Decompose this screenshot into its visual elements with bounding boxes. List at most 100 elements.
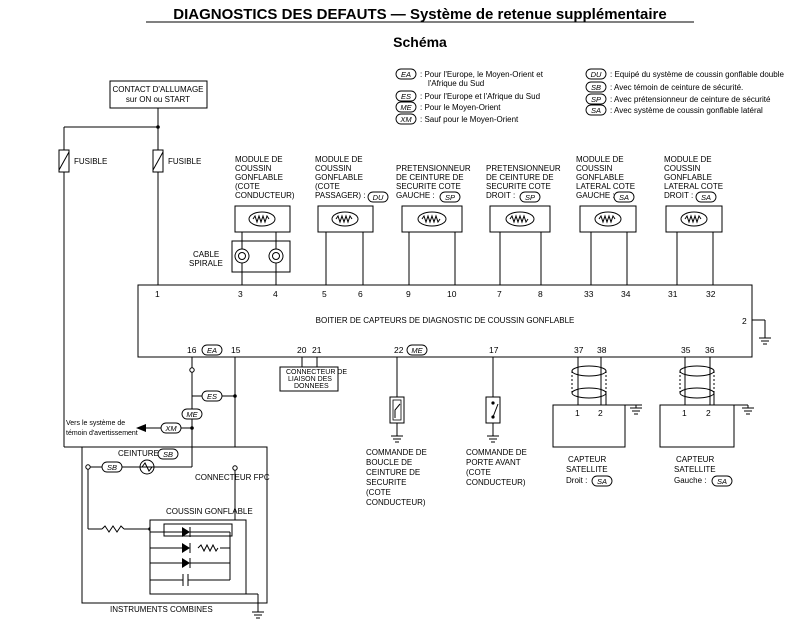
svg-text:16: 16 — [187, 345, 197, 355]
legend-left: EA : Pour l'Europe, le Moyen-Orient et l… — [395, 68, 544, 125]
svg-text:GONFLABLE: GONFLABLE — [664, 173, 712, 182]
svg-text:DROIT :: DROIT : — [486, 191, 515, 200]
svg-text:CONDUCTEUR): CONDUCTEUR) — [235, 191, 295, 200]
ecu-pin-1: 1 — [155, 289, 160, 299]
svg-text:DE CEINTURE DE: DE CEINTURE DE — [396, 173, 464, 182]
svg-text:SA: SA — [597, 477, 607, 486]
legend-code-ea: EA — [401, 70, 411, 79]
svg-text:3: 3 — [238, 289, 243, 299]
legend-code-me: ME — [400, 103, 412, 112]
svg-text:COUSSIN: COUSSIN — [315, 164, 352, 173]
svg-text:SA: SA — [701, 193, 711, 202]
svg-text:DROIT :: DROIT : — [664, 191, 693, 200]
legend-text-du: : Equipé du système de coussin gonflable… — [610, 70, 784, 79]
svg-text:DU: DU — [373, 193, 384, 202]
svg-text:COMMANDE DE: COMMANDE DE — [366, 448, 427, 457]
svg-text:COUSSIN: COUSSIN — [576, 164, 613, 173]
svg-text:SPIRALE: SPIRALE — [189, 259, 223, 268]
svg-text:9: 9 — [406, 289, 411, 299]
svg-text:CEINTURE DE: CEINTURE DE — [366, 468, 420, 477]
svg-text:COMMANDE DE: COMMANDE DE — [466, 448, 527, 457]
page-title: DIAGNOSTICS DES DEFAUTS — Système de ret… — [173, 6, 666, 23]
svg-text:32: 32 — [706, 289, 716, 299]
svg-text:31: 31 — [668, 289, 678, 299]
svg-text:CONNECTEUR DE: CONNECTEUR DE — [286, 369, 347, 376]
svg-text:SA: SA — [619, 193, 629, 202]
ignition-switch-box: CONTACT D'ALLUMAGE sur ON ou START — [109, 80, 208, 109]
svg-text:2: 2 — [706, 408, 711, 418]
legend-code-du: DU — [591, 70, 602, 79]
module-side-airbag-left: MODULE DE COUSSIN GONFLABLE LATERAL COTE… — [576, 155, 637, 233]
svg-text:PASSAGER) :: PASSAGER) : — [315, 191, 366, 200]
door-switch: COMMANDE DE PORTE AVANT (COTE CONDUCTEUR… — [466, 357, 527, 487]
module-passenger-airbag: MODULE DE COUSSIN GONFLABLE (COTE PASSAG… — [315, 155, 389, 233]
legend-text-sb: : Avec témoin de ceinture de sécurité. — [610, 83, 743, 92]
svg-text:(COTE: (COTE — [235, 182, 260, 191]
fpc-label: CONNECTEUR FPC — [195, 473, 270, 482]
svg-text:15: 15 — [231, 345, 241, 355]
svg-text:GAUCHE :: GAUCHE : — [396, 191, 435, 200]
svg-text:GONFLABLE: GONFLABLE — [576, 173, 624, 182]
wire-tag-es: ES — [207, 392, 217, 401]
svg-text:SA: SA — [717, 477, 727, 486]
svg-text:6: 6 — [358, 289, 363, 299]
svg-text:SATELLITE: SATELLITE — [566, 465, 608, 474]
svg-text:1: 1 — [575, 408, 580, 418]
svg-text:33: 33 — [584, 289, 594, 299]
legend-text-sa: : Avec système de coussin gonflable laté… — [610, 106, 763, 115]
satellite-sensor-right: 1 2 CAPTEUR SATELLITE Droit : SA — [552, 357, 642, 487]
legend-code-sa: SA — [591, 106, 601, 115]
svg-text:2: 2 — [598, 408, 603, 418]
buckle-switch: COMMANDE DE BOUCLE DE CEINTURE DE SECURI… — [366, 357, 427, 507]
svg-text:21: 21 — [312, 345, 322, 355]
diagnostic-sensor-unit: BOITIER DE CAPTEURS DE DIAGNOSTIC DE COU… — [137, 284, 753, 358]
module-side-airbag-right: MODULE DE COUSSIN GONFLABLE LATERAL COTE… — [664, 155, 723, 233]
svg-text:SATELLITE: SATELLITE — [674, 465, 716, 474]
ecu-bottom-pins: 16 EA 15 20 21 22 ME 17 37 38 35 36 — [187, 344, 715, 356]
svg-text:22: 22 — [394, 345, 404, 355]
ignition-label-1: CONTACT D'ALLUMAGE — [112, 85, 203, 94]
svg-text:PRETENSIONNEUR: PRETENSIONNEUR — [486, 164, 561, 173]
svg-text:DE CEINTURE DE: DE CEINTURE DE — [486, 173, 554, 182]
svg-text:Gauche :: Gauche : — [674, 476, 706, 485]
belt-tag: SB — [163, 450, 173, 459]
belt-label: CEINTURE : — [118, 449, 163, 458]
svg-text:1: 1 — [682, 408, 687, 418]
svg-text:20: 20 — [297, 345, 307, 355]
svg-text:SP: SP — [445, 193, 455, 202]
svg-text:SECURITE COTE: SECURITE COTE — [396, 182, 461, 191]
svg-text:4: 4 — [273, 289, 278, 299]
svg-text:MODULE DE: MODULE DE — [664, 155, 712, 164]
svg-text:CAPTEUR: CAPTEUR — [676, 455, 714, 464]
svg-text:COUSSIN: COUSSIN — [664, 164, 701, 173]
legend-text-me: : Pour le Moyen-Orient — [420, 103, 501, 112]
svg-text:LATERAL COTE: LATERAL COTE — [576, 182, 635, 191]
svg-text:BOUCLE DE: BOUCLE DE — [366, 458, 412, 467]
svg-text:17: 17 — [489, 345, 499, 355]
ecu-pin-2: 2 — [742, 316, 747, 326]
legend-text-sp: : Avec prétensionneur de ceinture de séc… — [610, 95, 771, 104]
svg-text:8: 8 — [538, 289, 543, 299]
warning-label-1: Vers le système de — [66, 420, 125, 427]
svg-text:CAPTEUR: CAPTEUR — [568, 455, 606, 464]
svg-text:35: 35 — [681, 345, 691, 355]
svg-text:GONFLABLE: GONFLABLE — [315, 173, 363, 182]
svg-text:MODULE DE: MODULE DE — [235, 155, 283, 164]
svg-text:(COTE: (COTE — [466, 468, 491, 477]
ignition-label-2: sur ON ou START — [126, 95, 190, 104]
svg-text:COUSSIN: COUSSIN — [235, 164, 272, 173]
legend-code-es: ES — [401, 92, 411, 101]
wire-tag-me: ME — [186, 410, 198, 419]
svg-text:LIAISON DES: LIAISON DES — [288, 376, 332, 383]
svg-text:DONNEES: DONNEES — [294, 383, 329, 390]
legend-code-sb: SB — [591, 83, 601, 92]
svg-text:MODULE DE: MODULE DE — [576, 155, 624, 164]
svg-text:37: 37 — [574, 345, 584, 355]
svg-text:SP: SP — [525, 193, 535, 202]
data-link-connector: CONNECTEUR DE LIAISON DES DONNEES — [279, 357, 347, 392]
svg-text:10: 10 — [447, 289, 457, 299]
fuse-left: FUSIBLE — [58, 127, 107, 447]
legend-text-es: : Pour l'Europe et l'Afrique du Sud — [420, 92, 540, 101]
svg-text:CONDUCTEUR): CONDUCTEUR) — [366, 498, 426, 507]
fuse-left-label: FUSIBLE — [74, 157, 107, 166]
